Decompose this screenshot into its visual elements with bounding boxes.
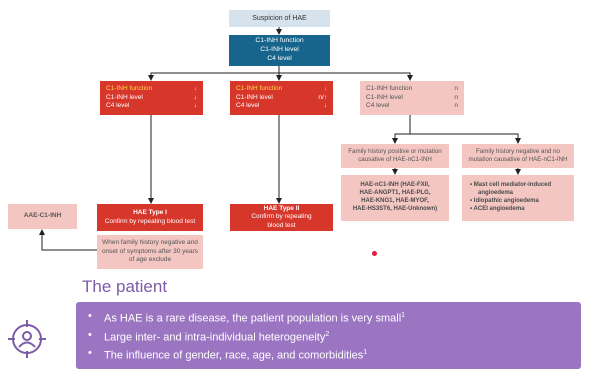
hae-type2-sub1: Confirm by repeating <box>251 213 312 221</box>
c1-line1: C1-INH function <box>255 37 304 45</box>
down-arrow-icon: ↓ <box>193 85 197 93</box>
criteria-label: C4 level <box>366 102 390 110</box>
fh-positive-line2: causative of HAE-nC1-INH <box>358 156 432 163</box>
other-ae-item-cont: angioedema <box>478 190 514 197</box>
aae-label: AAE-C1-INH <box>23 212 62 220</box>
down-arrow-icon: ↓ <box>323 85 327 93</box>
bullet-text: The influence of gender, race, age, and … <box>104 349 364 362</box>
criteria-label: C1-INH function <box>106 85 153 93</box>
bullet-text: Large inter- and intra-individual hetero… <box>104 331 326 344</box>
criteria-value: n <box>454 93 458 101</box>
exclusion-note-box: When family history negative and onset o… <box>97 235 203 269</box>
down-arrow-icon: ↓ <box>193 93 197 101</box>
other-ae-item: ACEI angioedema <box>470 206 525 214</box>
down-arrow-icon: ↓ <box>323 102 327 110</box>
target-person-icon <box>8 320 46 358</box>
other-ae-item: Mast cell mediator-induced <box>470 182 551 190</box>
hae-nc1-line2: HAE-ANGPT1, HAE-PLG, <box>359 190 431 197</box>
hae-type2-sub2: blood test <box>267 221 296 229</box>
criteria-label: C1-INH function <box>366 85 413 93</box>
exclusion-line1: When family history negative and <box>102 239 198 247</box>
patient-info-panel: •As HAE is a rare disease, the patient p… <box>76 302 581 369</box>
patient-bullet: •Large inter- and intra-individual heter… <box>88 328 330 344</box>
fh-positive-line1: Family history positive or mutation <box>348 147 442 155</box>
patient-bullet: •As HAE is a rare disease, the patient p… <box>88 310 406 325</box>
bullet-text: As HAE is a rare disease, the patient po… <box>104 312 402 325</box>
suspicion-of-hae-box: Suspicion of HAE <box>229 10 330 27</box>
hae-nc1-line1: HAE-nC1-INH (HAE-FXII, <box>360 182 430 189</box>
reference-mark: 1 <box>363 349 368 357</box>
hae-type1-title: HAE Type I <box>133 209 167 217</box>
criteria-label: C1-INH level <box>236 93 273 101</box>
c1-line2: C1-INH level <box>260 46 299 54</box>
hae-nc1-inh-box: HAE-nC1-INH (HAE-FXII, HAE-ANGPT1, HAE-P… <box>341 175 449 221</box>
hae-type2-box: HAE Type II Confirm by repeating blood t… <box>230 204 333 231</box>
patient-bullet: •The influence of gender, race, age, and… <box>88 347 368 362</box>
down-arrow-icon: ↓ <box>193 102 197 110</box>
reference-mark: 2 <box>325 330 330 338</box>
c1-line3: C4 level <box>267 54 292 62</box>
type2-criteria-box: C1-INH function ↓ C1-INH level n/↑ C4 leve… <box>230 81 333 115</box>
criteria-value: n <box>454 85 458 93</box>
criteria-label: C4 level <box>236 102 260 110</box>
suspicion-label: Suspicion of HAE <box>252 14 307 22</box>
criteria-value: n/↑ <box>318 93 327 101</box>
criteria-label: C4 level <box>106 102 130 110</box>
hae-type1-sub: Confirm by repeating blood test <box>104 217 196 225</box>
pointer-dot <box>372 251 377 256</box>
family-history-positive-box: Family history positive or mutation caus… <box>341 144 449 168</box>
aae-c1-inh-box: AAE-C1-INH <box>8 204 77 229</box>
c1-inh-tests-box: C1-INH function C1-INH level C4 level <box>229 35 330 66</box>
exclusion-line2: onset of symptoms after 30 years <box>101 247 199 255</box>
fh-negative-line1: Family history negative and no <box>476 147 560 155</box>
hae-nc1-line3: HAE-KNG1, HAE-MYOF, <box>361 198 429 204</box>
normal-criteria-box: C1-INH function n C1-INH level n C4 level n <box>360 81 464 115</box>
criteria-label: C1-INH level <box>366 93 403 101</box>
type1-criteria-box: C1-INH function ↓ C1-INH level ↓ C4 level ↓ <box>100 81 203 115</box>
hae-type2-title: HAE Type II <box>263 204 300 212</box>
criteria-label: C1-INH level <box>106 93 143 101</box>
hae-type1-box: HAE Type I Confirm by repeating blood te… <box>97 204 203 231</box>
patient-heading: The patient <box>82 277 168 296</box>
fh-negative-line2: mutation causative of HAE-nC1-INH <box>468 156 568 163</box>
criteria-label: C1-INH function <box>236 85 283 93</box>
family-history-negative-box: Family history negative and no mutation … <box>462 144 574 168</box>
other-ae-item: Idiopathic angioedema <box>470 198 539 206</box>
other-angioedema-box: Mast cell mediator-induced angioedema Id… <box>462 175 574 221</box>
criteria-value: n <box>454 102 458 110</box>
exclusion-line3: of age exclude <box>128 256 172 264</box>
hae-nc1-line4: HAE-HS3ST6, HAE-Unknown) <box>352 205 438 212</box>
reference-mark: 1 <box>401 312 406 319</box>
